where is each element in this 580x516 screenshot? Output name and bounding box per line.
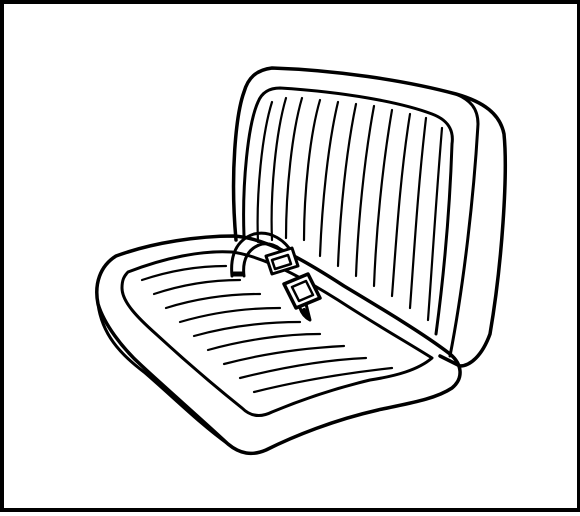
cushion-ribs [142,266,392,392]
seat-belt-latch-icon [266,248,298,274]
seat-belt-buckle-icon [284,274,320,320]
seat-illustration [4,4,580,516]
